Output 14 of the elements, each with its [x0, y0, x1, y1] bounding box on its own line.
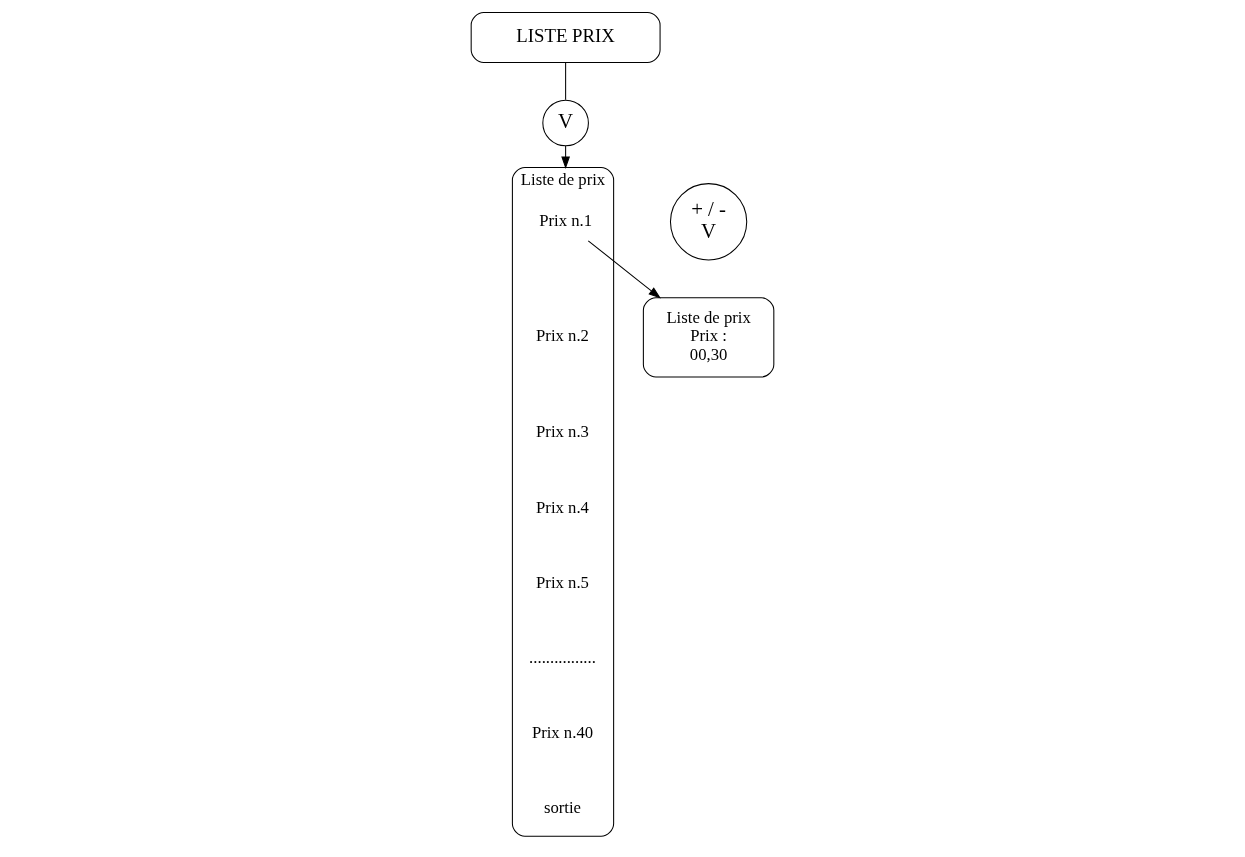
node-box: LISTE PRIX [470, 11, 661, 64]
label: Prix n.3 [536, 422, 589, 442]
label: sortie [543, 798, 582, 818]
node-box: Liste de prix Prix : 00,30 [642, 297, 775, 378]
node-text: Prix n.1 [539, 210, 593, 230]
label: ................ [529, 647, 596, 667]
node-circle: + / - V [669, 183, 748, 261]
label: Prix n.40 [531, 722, 594, 742]
node-circle: V [542, 99, 589, 147]
connector [565, 62, 567, 101]
label: Prix n.4 [536, 497, 589, 517]
label: Prix n.5 [536, 572, 589, 592]
label: Prix n.2 [536, 326, 589, 346]
arrow [587, 240, 661, 299]
